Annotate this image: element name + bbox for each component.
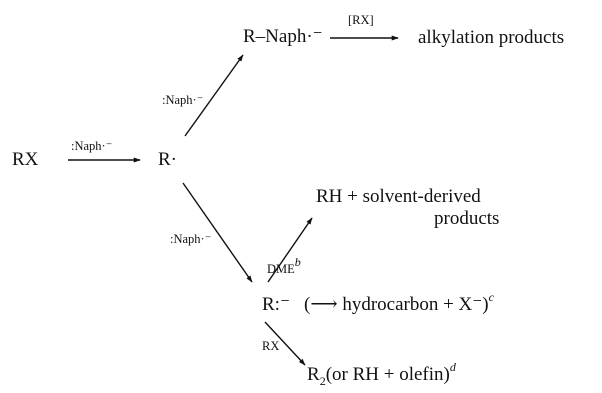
footnote-b: b <box>295 255 301 269</box>
node-alkylation-products: alkylation products <box>418 27 564 48</box>
node-rx-start: RX <box>12 149 39 170</box>
arrow-r-to-ranion <box>182 182 253 283</box>
node-r2: R2(or RH + olefin)d <box>307 360 457 388</box>
node-hydrocarbon-paren: (⟶ hydrocarbon + X⁻)c <box>304 290 495 315</box>
subscript-2: 2 <box>320 374 326 388</box>
node-r-radical: R· <box>158 149 177 170</box>
label-rnaph-to-alkylation: [RX] <box>348 13 374 27</box>
arrow-r-to-rnaph <box>184 54 244 137</box>
label-ranion-to-rh: DMEb <box>267 255 301 276</box>
node-r-naph-anion: R–Naph·⁻ <box>243 26 323 47</box>
arrow-ranion-to-rh <box>267 217 313 283</box>
node-rh-solvent: RH + solvent-derived <box>316 186 481 207</box>
arrow-ranion-to-r2 <box>264 321 306 366</box>
label-r-to-ranion: :Naph·⁻ <box>170 232 211 246</box>
label-r-to-rnaph: :Naph·⁻ <box>162 93 203 107</box>
node-products: products <box>434 208 499 229</box>
label-rx-to-r: :Naph·⁻ <box>71 139 112 153</box>
label-ranion-to-r2: RX <box>262 339 279 353</box>
footnote-d: d <box>450 360 457 374</box>
node-r-anion: R:⁻ <box>262 294 290 315</box>
footnote-c: c <box>489 290 495 304</box>
